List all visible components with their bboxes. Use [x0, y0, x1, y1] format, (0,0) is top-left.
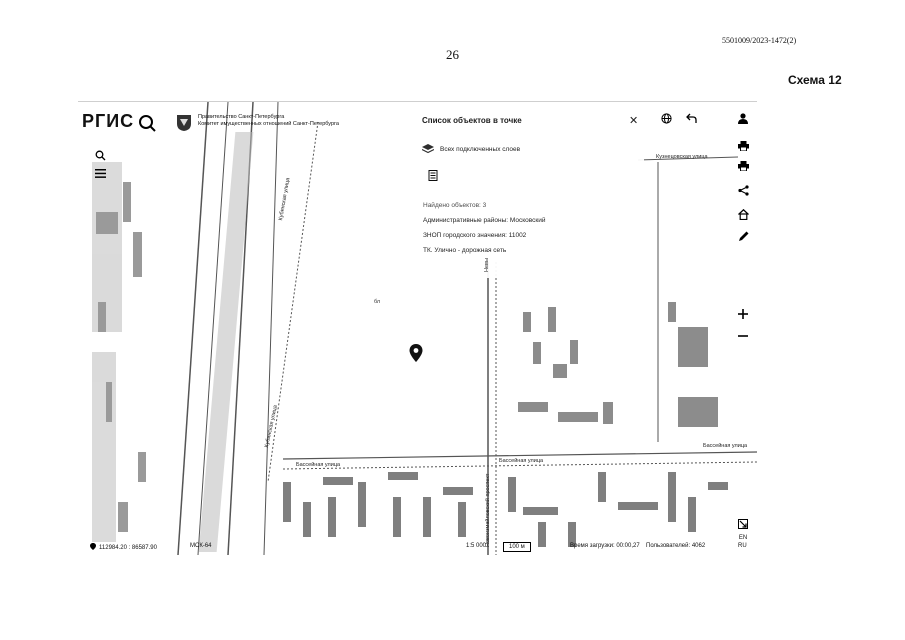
status-bar: 112984.20 : 86587.90 МСК-64 1:5 000 100 …: [78, 540, 757, 555]
draw-button[interactable]: [735, 228, 751, 244]
zoom-in-button[interactable]: [735, 306, 751, 322]
print-settings-button[interactable]: [735, 158, 751, 174]
layers-icon: [422, 144, 434, 154]
close-icon: ✕: [629, 115, 639, 127]
right-toolbar: EN: [660, 106, 755, 551]
map-canvas[interactable]: [78, 102, 757, 555]
coords-readout: 112984.20 : 86587.90: [90, 543, 157, 551]
pencil-icon: [738, 231, 748, 241]
logo-mark-icon: [139, 115, 156, 132]
fullscreen-button[interactable]: [735, 516, 751, 532]
load-time: Время загрузки: 00:00,27: [570, 543, 640, 549]
gov-title: Правительство Санкт-Петербурга: [198, 114, 285, 120]
search-button[interactable]: [93, 148, 107, 162]
location-pin-icon[interactable]: [409, 344, 423, 362]
street-label: Бассейная улица: [499, 458, 544, 464]
user-icon: [738, 112, 748, 124]
crs-label[interactable]: МСК-64: [190, 543, 212, 549]
back-arrow-icon: [685, 113, 697, 123]
result-item-district[interactable]: Административные районы: Московский: [423, 217, 546, 224]
zoom-out-button[interactable]: [735, 328, 751, 344]
back-button[interactable]: [683, 110, 699, 126]
objects-panel: Список объектов в точке ✕ Всех подключен…: [416, 108, 644, 278]
layers-label: Всех подключенных слоев: [440, 145, 521, 153]
print-button[interactable]: [735, 138, 751, 154]
page-number: 26: [446, 47, 459, 62]
location-pin-icon: [90, 543, 96, 550]
gis-screenshot: РГИС Правительство Санкт-Петербурга Коми…: [78, 101, 757, 555]
menu-button[interactable]: [93, 166, 107, 180]
print-icon: [737, 161, 749, 171]
share-button[interactable]: [735, 182, 751, 198]
minus-icon: [738, 335, 748, 337]
panel-title: Список объектов в точке: [422, 116, 522, 125]
globe-icon: [660, 112, 672, 124]
close-button[interactable]: ✕: [629, 114, 638, 127]
street-label: Новоизмайловский проспект: [485, 473, 491, 547]
document-icon: [428, 170, 438, 181]
coords-value: 112984.20 : 86587.90: [99, 545, 157, 551]
street-label: Бассейная улица: [703, 443, 748, 449]
home-icon: [737, 208, 749, 220]
globe-button[interactable]: [658, 110, 674, 126]
coat-of-arms-icon: [177, 115, 191, 131]
gov-subtitle: Комитет имущественных отношений Санкт-Пе…: [198, 121, 339, 127]
found-count: Найдено объектов: 3: [423, 202, 487, 209]
app-logo[interactable]: РГИС: [82, 111, 135, 131]
home-button[interactable]: [735, 206, 751, 222]
street-label: Невы: [484, 258, 490, 272]
street-label: Бассейная улица: [296, 462, 341, 468]
result-item-znop[interactable]: ЗНОП городского значения: 11002: [423, 232, 527, 239]
street-label: Кузнецовская улица: [656, 154, 708, 160]
lang-toggle-en[interactable]: EN: [738, 535, 748, 541]
document-id: 5501009/2023-1472(2): [722, 36, 797, 45]
menu-icon: [94, 168, 106, 178]
user-button[interactable]: [735, 110, 751, 126]
map-mark: бл: [374, 299, 381, 305]
scale-value: 1:5 000: [466, 543, 487, 549]
user-count: Пользователей: 4062: [646, 543, 706, 549]
scale-bar: 100 м: [503, 542, 531, 552]
export-button[interactable]: [428, 170, 438, 184]
lang-toggle-ru[interactable]: RU: [738, 543, 747, 549]
share-icon: [737, 184, 749, 196]
layers-selector[interactable]: Всех подключенных слоев: [422, 142, 520, 156]
scheme-label: Схема 12: [788, 73, 842, 87]
result-item-road-network[interactable]: ТК. Улично - дорожная сеть: [423, 247, 507, 254]
plus-icon: [738, 309, 748, 319]
expand-icon: [738, 519, 748, 529]
search-icon: [95, 150, 105, 160]
print-icon: [737, 141, 749, 151]
